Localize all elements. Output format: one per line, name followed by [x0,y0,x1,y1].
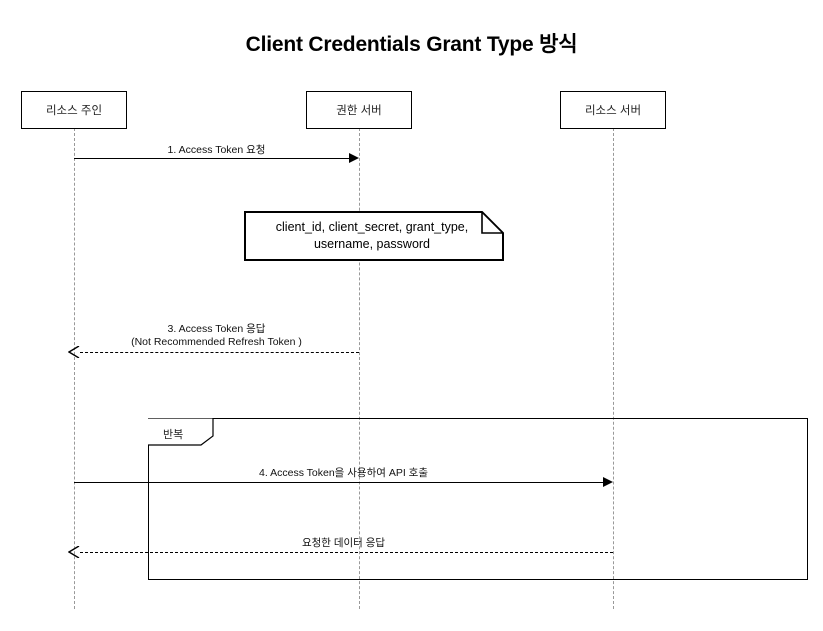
page-title: Client Credentials Grant Type 방식 [245,33,578,56]
arrowhead-right-icon [349,153,359,163]
lifeline-resource-owner [74,128,75,609]
loop-tab-shape [148,418,214,446]
loop-fragment-tab [148,418,214,446]
message-label-data-response: 요청한 데이터 응답 [74,537,613,550]
participant-label: 리소스 주인 [45,105,103,117]
message-label-line1: 4. Access Token을 사용하여 API 호출 [259,467,428,479]
message-label-line1: 요청한 데이터 응답 [301,537,386,549]
note-text: client_id, client_secret, grant_type, us… [275,220,469,251]
arrowhead-right-icon [603,477,613,487]
lifeline-resource-server [613,128,614,609]
message-line-data-response [80,552,613,553]
participant-authorization-server[interactable]: 권한 서버 [306,91,412,129]
loop-fragment-label: 반복 [163,429,184,441]
participant-label: 권한 서버 [336,105,382,117]
message-label-line1: 3. Access Token 응답 [167,323,266,335]
message-label-api-call: 4. Access Token을 사용하여 API 호출 [74,467,613,480]
message-label-line2: (Not Recommended Refresh Token ) [131,336,302,348]
participant-resource-server[interactable]: 리소스 서버 [560,91,666,129]
participant-label: 리소스 서버 [584,105,642,117]
lifeline-authorization-server [359,128,360,609]
message-label-access-token-response: 3. Access Token 응답 (Not Recommended Refr… [74,323,359,349]
message-line-access-token-response [80,352,359,353]
message-label-access-token-request: 1. Access Token 요청 [74,144,359,157]
message-label-line1: 1. Access Token 요청 [167,144,266,156]
credentials-note: client_id, client_secret, grant_type, us… [244,211,504,261]
message-line-access-token-request [74,158,349,159]
participant-resource-owner[interactable]: 리소스 주인 [21,91,127,129]
note-shape [244,211,504,261]
loop-fragment [148,418,808,580]
arrowhead-left-open-icon [68,546,80,558]
message-line-api-call [74,482,603,483]
arrowhead-left-open-icon [68,346,80,358]
